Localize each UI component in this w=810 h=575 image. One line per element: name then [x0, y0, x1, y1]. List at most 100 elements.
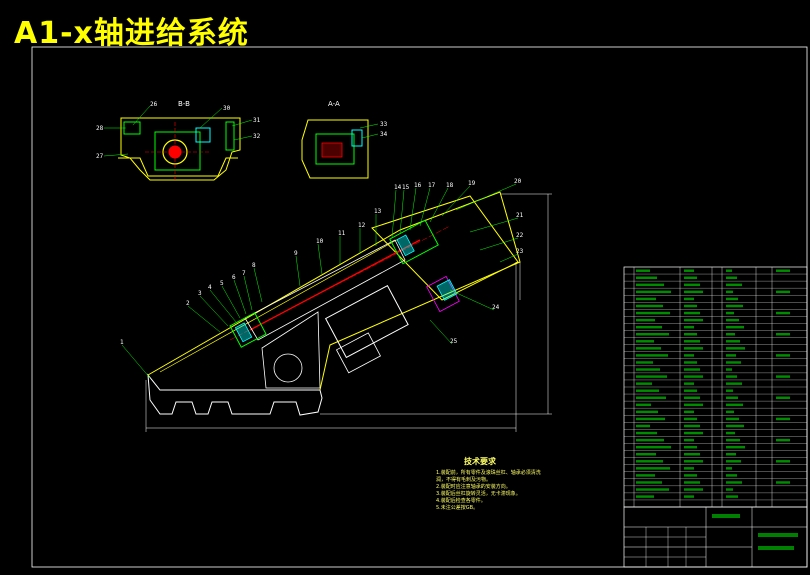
parts-list-entry-mark: [726, 495, 738, 498]
parts-list-entry-mark: [684, 368, 700, 371]
parts-list-entry-mark: [636, 467, 670, 470]
parts-list-entry-mark: [684, 481, 700, 484]
parts-list-entry-mark: [726, 474, 737, 477]
parts-list-entry-mark: [636, 304, 663, 308]
rear-bearing: [389, 219, 439, 265]
leader-25: [429, 319, 453, 345]
leader-31: [231, 119, 253, 127]
leader-15: [399, 189, 405, 235]
part-number-25: 25: [450, 338, 458, 345]
leader-4: [209, 289, 237, 323]
parts-list-entry-mark: [636, 297, 656, 301]
leader-30: [199, 107, 223, 129]
section-a-housing: [301, 119, 369, 179]
parts-list-entry-mark: [636, 481, 662, 484]
support-rib: [261, 311, 321, 389]
parts-list-entry-mark: [636, 460, 663, 463]
parts-list-entry-mark: [636, 431, 657, 435]
parts-list-entry-mark: [684, 417, 697, 421]
servo-motor: [324, 284, 409, 359]
parts-list-entry-mark: [726, 488, 733, 491]
leader-19: [441, 185, 471, 217]
part-number-15: 15: [402, 184, 410, 191]
parts-list-entry-mark: [636, 311, 670, 315]
part-number-3: 3: [198, 290, 202, 297]
tech-req-line-1: 1.装配前，所有零件及滚珠丝杠、轴承必须清洗: [436, 469, 541, 476]
part-number-6: 6: [232, 274, 236, 281]
section-b-bolt: [225, 121, 235, 151]
parts-list-entry-mark: [684, 445, 697, 449]
part-number-24: 24: [492, 304, 500, 311]
parts-list-entry-mark: [726, 311, 734, 315]
parts-list-entry-mark: [726, 396, 738, 399]
parts-list-entry-mark: [684, 304, 697, 308]
section-b-clamp: [195, 127, 211, 143]
parts-list-entry-mark: [726, 368, 732, 371]
section-a-block: [315, 133, 355, 165]
part-number-17: 17: [428, 182, 436, 189]
motor-flange: [335, 332, 382, 374]
parts-list-entry-mark: [684, 488, 703, 491]
parts-list-entry-mark: [726, 417, 739, 421]
part-number-34: 34: [380, 131, 388, 138]
leader-22: [479, 237, 519, 251]
parts-list-entry-mark: [684, 410, 694, 414]
coupling: [426, 275, 460, 313]
parts-list-entry-mark: [636, 375, 667, 378]
leader-20: [455, 183, 517, 211]
parts-list-entry-mark: [684, 375, 703, 378]
section-a-nut: [321, 142, 343, 158]
parts-list-entry-mark: [726, 460, 741, 463]
parts-list-entry-mark: [726, 382, 742, 385]
parts-list-entry-mark: [636, 361, 653, 364]
leader-1: [121, 344, 151, 379]
part-number-14: 14: [394, 184, 402, 191]
leader-23: [499, 253, 519, 263]
leader-26: [132, 105, 151, 126]
parts-list-entry-mark: [636, 318, 655, 322]
part-number-18: 18: [446, 182, 454, 189]
parts-list-entry-mark: [684, 438, 694, 442]
parts-list-entry-mark: [726, 361, 741, 364]
part-number-4: 4: [208, 284, 212, 291]
end-bearing: [436, 279, 458, 301]
parts-list-entry-mark: [776, 311, 790, 315]
parts-list-entry-mark: [636, 325, 662, 329]
title-block: [623, 506, 808, 568]
parts-list-entry-mark: [636, 453, 656, 456]
part-number-30: 30: [223, 105, 231, 112]
parts-list-entry-mark: [636, 382, 652, 385]
parts-list-entry-mark: [726, 467, 732, 470]
part-number-19: 19: [468, 180, 476, 187]
parts-list-entry-mark: [636, 445, 671, 449]
leader-34: [361, 133, 379, 139]
leader-33: [359, 123, 379, 129]
parts-list-entry-mark: [636, 276, 657, 279]
leader-18: [429, 187, 449, 223]
machine-bed: [147, 373, 323, 416]
part-number-9: 9: [294, 250, 298, 257]
screw-centerline: [229, 225, 451, 341]
leader-24: [449, 289, 495, 311]
section-b-view: B-B 26 28 27 30 31 32: [96, 100, 261, 182]
parts-list-entry-mark: [726, 325, 744, 329]
part-number-13: 13: [374, 208, 382, 215]
parts-list-entry-mark: [636, 347, 661, 350]
tech-req-line-6: 5.未注公差按GB。: [436, 504, 478, 511]
part-number-32: 32: [253, 133, 261, 140]
parts-list-entry-mark: [776, 375, 790, 378]
parts-list-entry-mark: [636, 340, 654, 343]
part-number-12: 12: [358, 222, 366, 229]
parts-list-entry-mark: [636, 389, 659, 392]
title-block-cell-c: [758, 546, 794, 550]
parts-list-entry-mark: [684, 403, 703, 407]
leader-10: [317, 243, 323, 275]
parts-list-entry-mark: [684, 311, 700, 315]
parts-list-entry-mark: [684, 361, 697, 364]
part-number-33: 33: [380, 121, 388, 128]
parts-list-entry-mark: [684, 474, 697, 477]
parts-list-entry-mark: [726, 410, 734, 414]
parts-list-entry-mark: [684, 269, 694, 272]
parts-list-entry-mark: [726, 453, 736, 456]
